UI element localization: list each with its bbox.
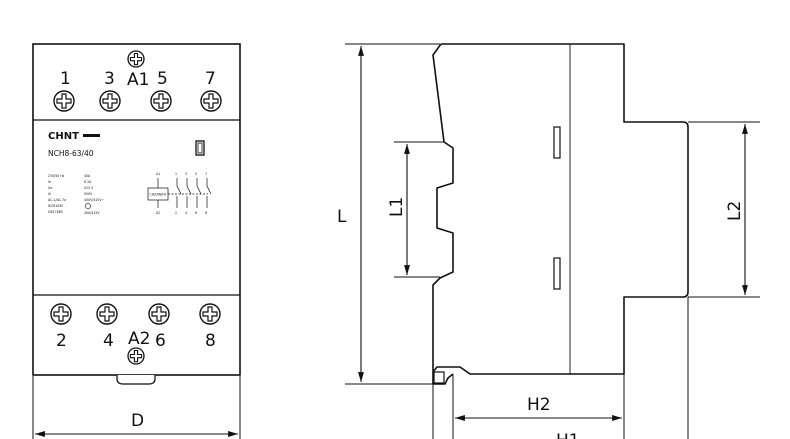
brand-label: CHNT	[48, 131, 79, 142]
spec-left-5: IEC61095	[48, 204, 63, 208]
spec-left-3: Ui	[48, 192, 51, 196]
schematic-coil-tag: CH/DIN/FH	[150, 193, 167, 197]
cert-mark-icon	[85, 203, 91, 209]
din-clip	[116, 375, 156, 385]
terminal-label-4: 4	[103, 331, 114, 351]
terminal-screw-2-icon	[50, 303, 72, 325]
model-label: NCH8-63/40	[48, 149, 94, 158]
terminal-label-a1: A1	[127, 70, 149, 90]
spec-right-6: 40A/415V	[84, 211, 100, 215]
side-slot-lower	[553, 257, 561, 290]
terminal-label-1: 1	[60, 69, 71, 89]
front-view: 1 3 A1 5 7 CHNT NCH8-63/40 230/50 Hz Ie …	[32, 43, 241, 439]
schematic-a1: A1	[156, 172, 160, 176]
spec-right-2: 415 V	[84, 186, 94, 190]
schematic-2: 2	[175, 211, 177, 215]
terminal-screw-3-icon	[99, 90, 121, 112]
terminal-label-7: 7	[205, 69, 216, 89]
terminal-label-5: 5	[157, 69, 168, 89]
schematic-3: 3	[185, 172, 187, 176]
dimension-label-l2: L2	[725, 201, 745, 221]
dimension-label-h2: H2	[527, 395, 551, 415]
schematic-7: 7	[205, 172, 207, 176]
spec-left-1: Ie	[48, 180, 51, 184]
terminal-screw-8-icon	[199, 303, 221, 325]
schematic-8: 8	[205, 211, 207, 215]
dimension-label-l: L	[337, 207, 347, 227]
spec-left-0: 230/50 Hz	[48, 174, 65, 178]
schematic-a2: A2	[156, 211, 160, 215]
dimension-label-h1: H1	[556, 431, 580, 439]
spec-right-1: 6.3A	[84, 180, 92, 184]
terminal-screw-6-icon	[148, 303, 170, 325]
dimension-label-d: D	[131, 411, 144, 431]
schematic-4: 4	[185, 211, 187, 215]
dimension-label-l1: L1	[387, 197, 407, 217]
spec-left-2: Ue	[48, 186, 52, 190]
spec-left-4: AC-1/AC-7a	[48, 198, 66, 202]
spec-right-4: 400V/415V~	[84, 198, 105, 202]
din-latch	[433, 371, 445, 384]
brand-bar	[83, 134, 100, 137]
schematic-1: 1	[175, 172, 177, 176]
terminal-label-2: 2	[56, 331, 67, 351]
terminal-screw-5-icon	[150, 90, 172, 112]
indicator-window-inner	[197, 142, 203, 154]
terminal-label-6: 6	[155, 331, 166, 351]
spec-left-6: GB17885	[48, 210, 63, 214]
terminal-label-3: 3	[104, 69, 115, 89]
terminal-label-a2: A2	[128, 329, 150, 349]
terminal-label-8: 8	[205, 331, 216, 351]
coil-screw-a2-icon	[127, 347, 145, 365]
indicator-window	[195, 140, 205, 156]
terminal-screw-1-icon	[53, 90, 75, 112]
schematic-5: 5	[195, 172, 197, 176]
schematic-6: 6	[195, 211, 197, 215]
side-slot-upper	[553, 126, 561, 159]
terminal-screw-4-icon	[96, 303, 118, 325]
spec-right-3: 500V	[84, 192, 93, 196]
terminal-screw-7-icon	[200, 90, 222, 112]
wiring-schematic: A1 1 3 5 7 CH/DIN/FH A2 2 4 6 8	[147, 172, 212, 215]
side-body-outline	[432, 43, 689, 385]
spec-right-0: 40A	[84, 174, 91, 178]
spec-text-left: 230/50 Hz Ie Ue Ui AC-1/AC-7a IEC61095 G…	[48, 174, 66, 214]
side-view: L L1 L2 H2 H1	[337, 43, 760, 439]
spec-text-right: 40A 6.3A 415 V 500V 400V/415V~ 40A/415V	[84, 174, 105, 215]
coil-screw-a1-icon	[127, 50, 145, 68]
